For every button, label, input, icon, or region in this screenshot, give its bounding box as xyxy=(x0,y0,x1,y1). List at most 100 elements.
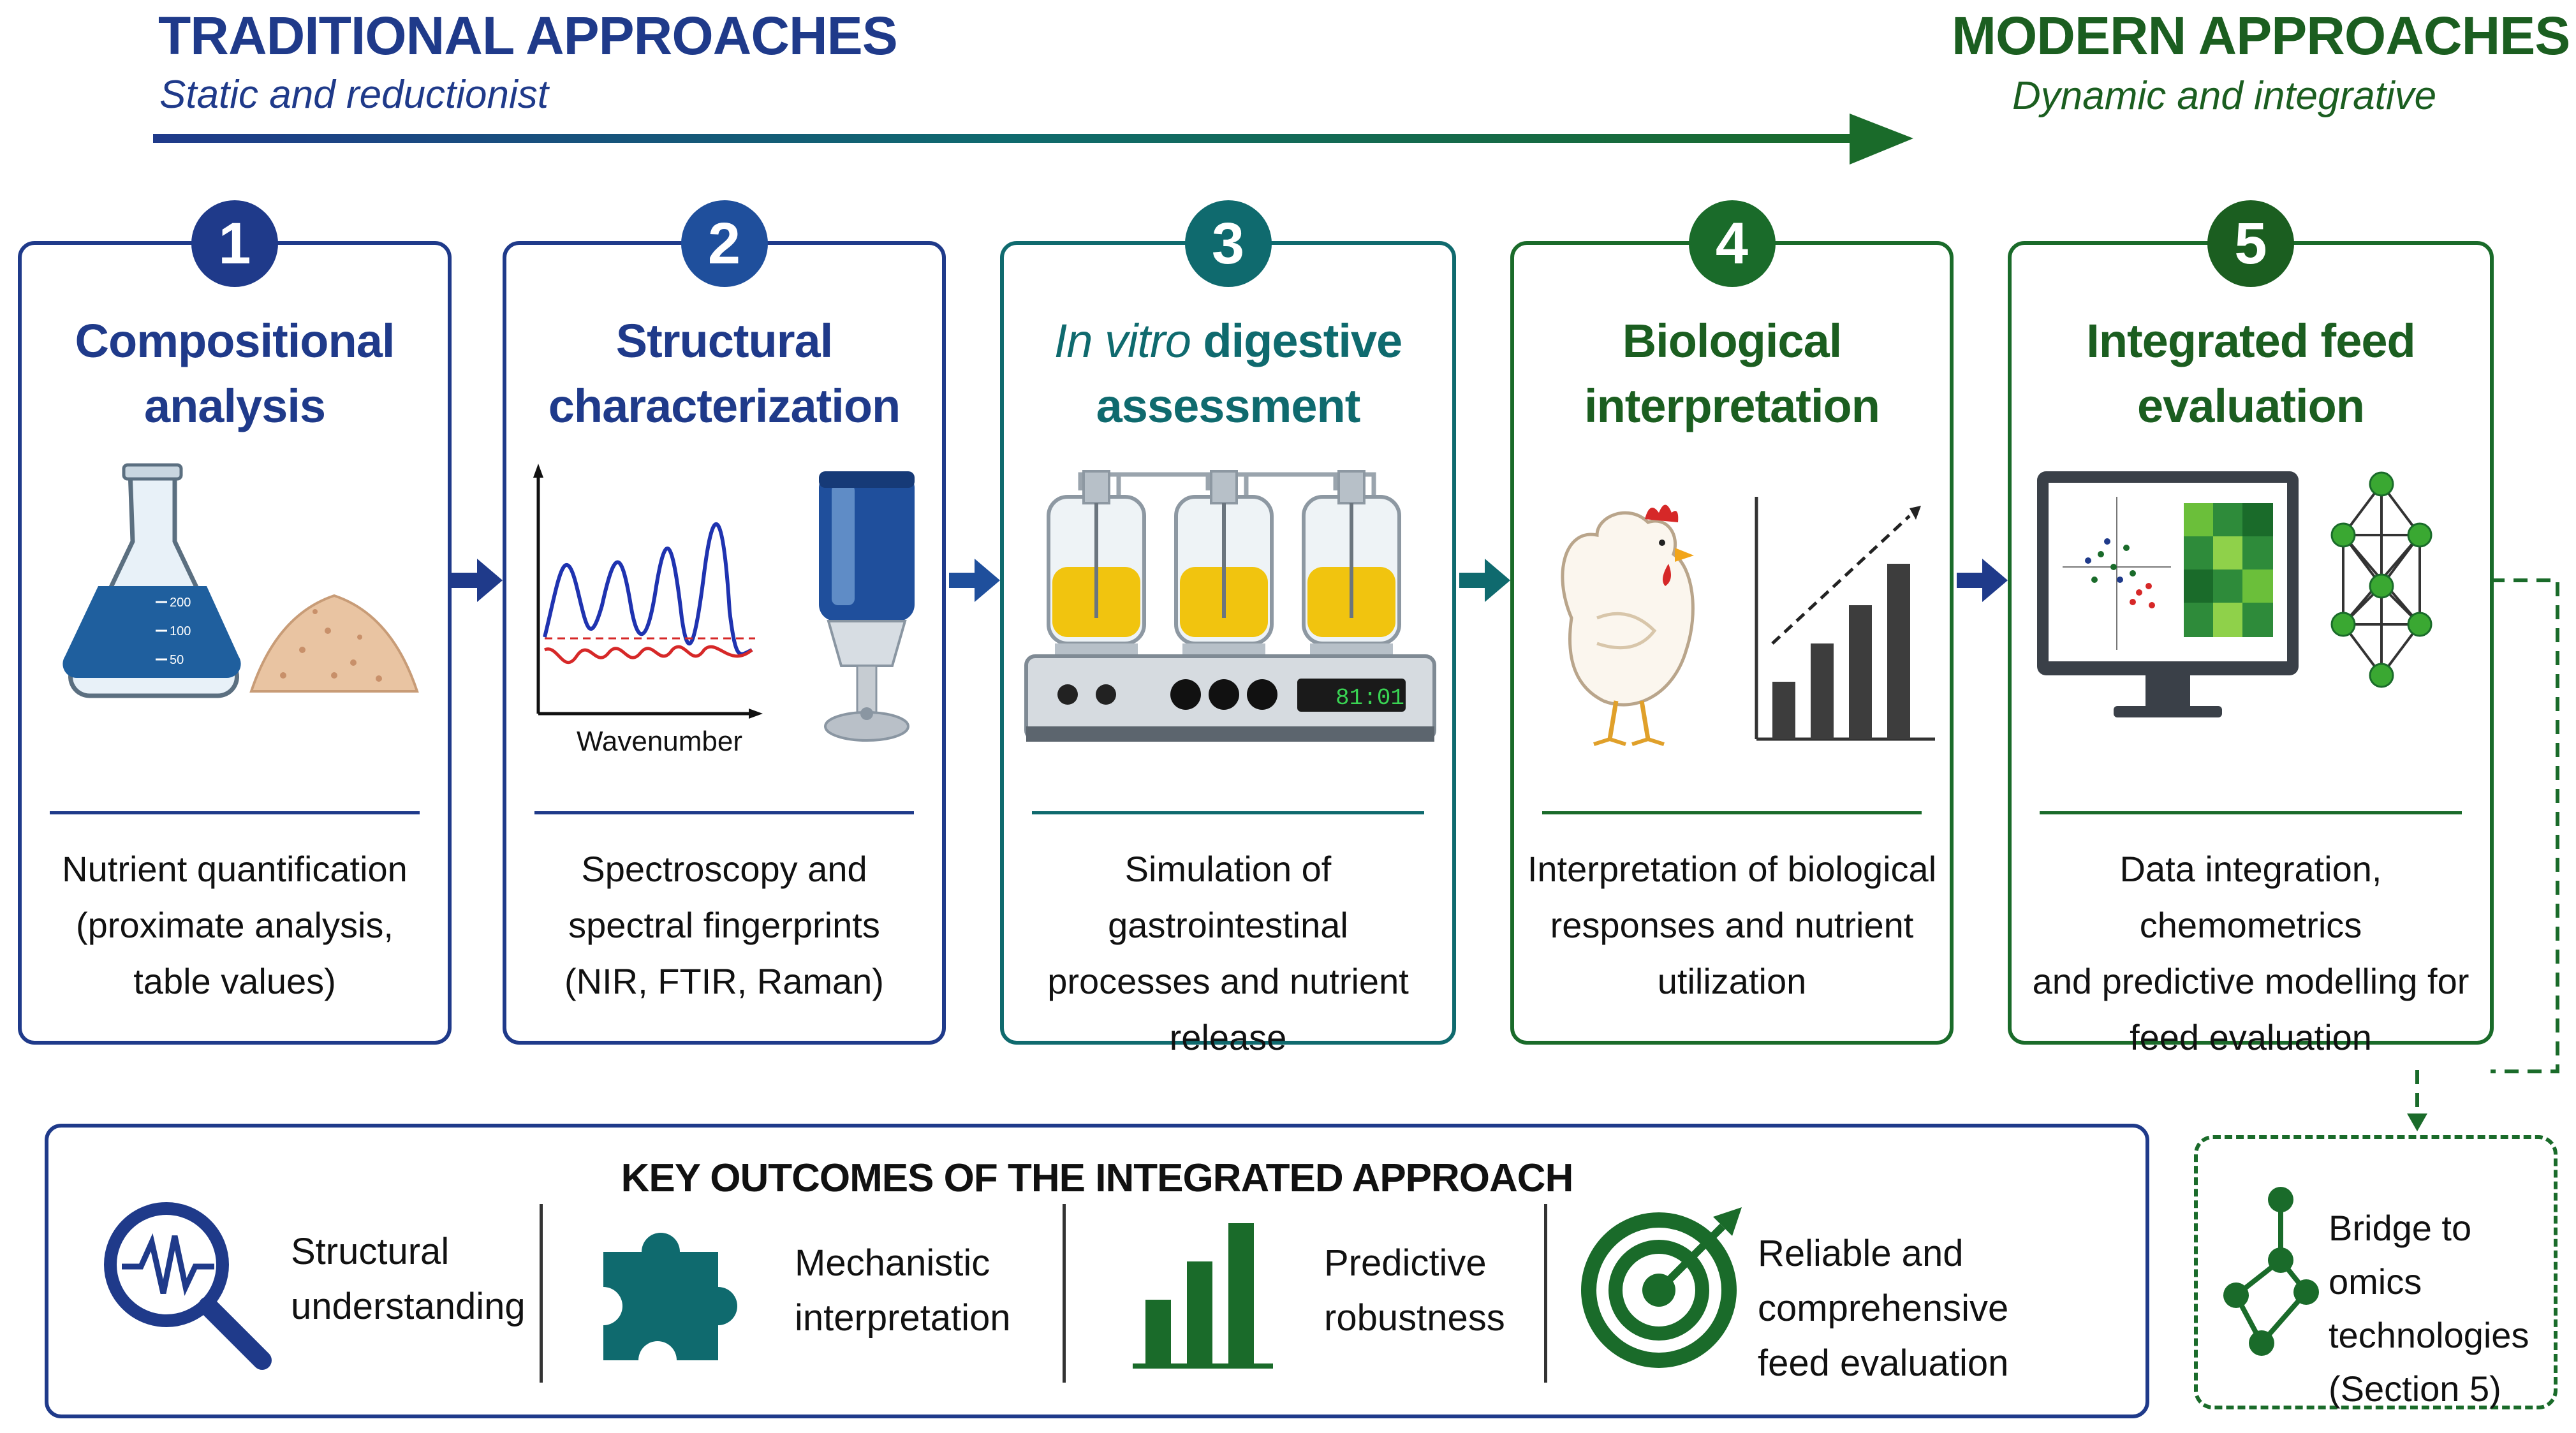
outcome-line: Predictive xyxy=(1324,1242,1487,1284)
outcome-separator xyxy=(1544,1204,1547,1383)
outcome-label: Predictive robustness xyxy=(1324,1236,1505,1346)
flask-tick-label: 50 xyxy=(170,653,184,667)
flask-tick-label: 200 xyxy=(170,596,191,610)
flow-arrow-2-3 xyxy=(949,559,1000,602)
step-card-5: 5 Integrated feed evaluation xyxy=(2008,200,2494,1057)
step-title: Compositional analysis xyxy=(22,309,448,439)
outcome-label: Mechanistic interpretation xyxy=(795,1236,1011,1346)
spectrum-plot-icon xyxy=(533,464,763,719)
growth-chart-icon xyxy=(1755,497,1935,741)
chicken-icon xyxy=(1561,504,1695,746)
reactor-vessel-icon xyxy=(1174,470,1274,656)
flask-tick-label: 100 xyxy=(170,624,191,638)
key-outcomes-panel: KEY OUTCOMES OF THE INTEGRATED APPROACH … xyxy=(45,1124,2149,1418)
heatmap-icon xyxy=(2184,503,2273,637)
flow-arrow-1-2 xyxy=(452,559,503,602)
desc-line: processes and nutrient xyxy=(1047,961,1409,1001)
card-divider xyxy=(1542,811,1922,814)
step-description: Interpretation of biological responses a… xyxy=(1527,841,1937,1010)
flask-and-powder-illustration: 200 100 50 xyxy=(63,463,419,698)
step-description: Data integration, chemometrics and predi… xyxy=(2024,841,2477,1066)
step-title-line: analysis xyxy=(144,379,326,432)
bridge-line: technologies xyxy=(2329,1315,2529,1355)
step-title-line: interpretation xyxy=(1584,379,1880,432)
step-title: Biological interpretation xyxy=(1514,309,1950,439)
desc-line: spectral fingerprints xyxy=(568,905,880,945)
step-card-3: 3 In vitro digestive assessment xyxy=(1000,200,1456,1057)
desc-line: utilization xyxy=(1657,961,1807,1001)
desc-line: Data integration, chemometrics xyxy=(2119,849,2382,945)
flow-arrow-3-4 xyxy=(1459,559,1510,602)
desc-line: and predictive modelling for xyxy=(2032,961,2469,1001)
outcome-line: Mechanistic xyxy=(795,1242,990,1284)
card-divider xyxy=(2040,811,2462,814)
desc-line: Nutrient quantification xyxy=(62,849,408,889)
outcome-line: robustness xyxy=(1324,1297,1505,1339)
desc-line: Spectroscopy and xyxy=(581,849,867,889)
desc-line: Simulation of gastrointestinal xyxy=(1108,849,1348,945)
network-graph-icon xyxy=(2223,1187,2319,1356)
card-divider xyxy=(50,811,420,814)
step-title-line: characterization xyxy=(548,379,901,432)
step-description: Simulation of gastrointestinal processes… xyxy=(1017,841,1439,1066)
step-title: Integrated feed evaluation xyxy=(2012,309,2490,439)
flow-arrow-4-5 xyxy=(1957,559,2008,602)
bridge-to-omics-box: Bridge to omics technologies (Section 5) xyxy=(2194,1135,2558,1409)
desc-line: table values) xyxy=(133,961,336,1001)
desc-line: (proximate analysis, xyxy=(76,905,394,945)
desc-line: feed evaluation xyxy=(2130,1017,2372,1057)
dashed-connector-drop xyxy=(2407,1070,2427,1131)
step-title-line: Biological xyxy=(1622,314,1843,367)
step-title-line: evaluation xyxy=(2137,379,2365,432)
gradient-arrow xyxy=(153,114,1913,165)
step-title-line: Compositional xyxy=(75,314,395,367)
step-number-badge: 1 xyxy=(191,200,278,287)
computer-monitor-icon xyxy=(2037,471,2299,717)
outcome-separator xyxy=(1063,1204,1066,1383)
card-divider xyxy=(1032,811,1424,814)
outcome-line: interpretation xyxy=(795,1297,1011,1339)
step-number-badge: 2 xyxy=(681,200,768,287)
traditional-title: TRADITIONAL APPROACHES xyxy=(158,6,898,66)
step-description: Spectroscopy and spectral fingerprints (… xyxy=(519,841,929,1010)
step-card-1: 1 Compositional analysis 200 100 50 xyxy=(18,200,452,1045)
bridge-text: Bridge to omics technologies (Section 5) xyxy=(2329,1202,2554,1416)
target-icon xyxy=(1581,1207,1742,1368)
step-card-2: 2 Structural characterization Wavenumber… xyxy=(503,200,946,1045)
card-divider xyxy=(534,811,914,814)
outcome-label: Structural understanding xyxy=(291,1224,526,1334)
desc-line: Interpretation of biological xyxy=(1527,849,1937,889)
reactor-vessel-icon xyxy=(1047,470,1146,656)
bridge-line: (Section 5) xyxy=(2329,1369,2501,1409)
outcome-line: Structural xyxy=(291,1231,450,1272)
outcome-line: Reliable and comprehensive xyxy=(1758,1233,2009,1329)
step-title: Structural characterization xyxy=(506,309,942,439)
spectrometer-probe-icon xyxy=(819,471,915,742)
step-title-line: Structural xyxy=(615,314,834,367)
italic-term: In vitro xyxy=(1054,314,1191,367)
step-title-rest: digestive xyxy=(1190,314,1402,367)
tubing-icon xyxy=(1078,472,1376,497)
step-title-line: assessment xyxy=(1096,379,1361,432)
step-card-4: 4 Biological interpretation Int xyxy=(1510,200,1954,1045)
spectrum-and-probe-illustration: Wavenumber xyxy=(533,464,915,757)
step-title: In vitro digestive assessment xyxy=(1004,309,1452,439)
outcomes-title: KEY OUTCOMES OF THE INTEGRATED APPROACH xyxy=(621,1156,1574,1200)
step-description: Nutrient quantification (proximate analy… xyxy=(34,841,435,1010)
puzzle-icon xyxy=(603,1233,737,1360)
magnifier-waveform-icon xyxy=(104,1202,272,1370)
step-title-line: Integrated feed xyxy=(2086,314,2415,367)
erlenmeyer-flask-icon xyxy=(63,463,241,698)
outcome-line: understanding xyxy=(291,1286,526,1327)
wavenumber-axis-label: Wavenumber xyxy=(577,726,742,757)
outcome-line: feed evaluation xyxy=(1758,1342,2009,1384)
traditional-subtitle: Static and reductionist xyxy=(159,73,549,117)
modern-title: MODERN APPROACHES xyxy=(1952,6,2570,66)
bar-chart-icon xyxy=(1133,1223,1273,1369)
desc-line: release xyxy=(1169,1017,1287,1057)
digestion-bioreactor-illustration: 81:01 xyxy=(1024,470,1436,742)
outcome-label: Reliable and comprehensive feed evaluati… xyxy=(1758,1226,2145,1391)
chicken-and-growth-illustration xyxy=(1561,497,1935,746)
reactor-vessel-icon xyxy=(1302,470,1401,656)
step-number-badge: 3 xyxy=(1184,200,1272,287)
